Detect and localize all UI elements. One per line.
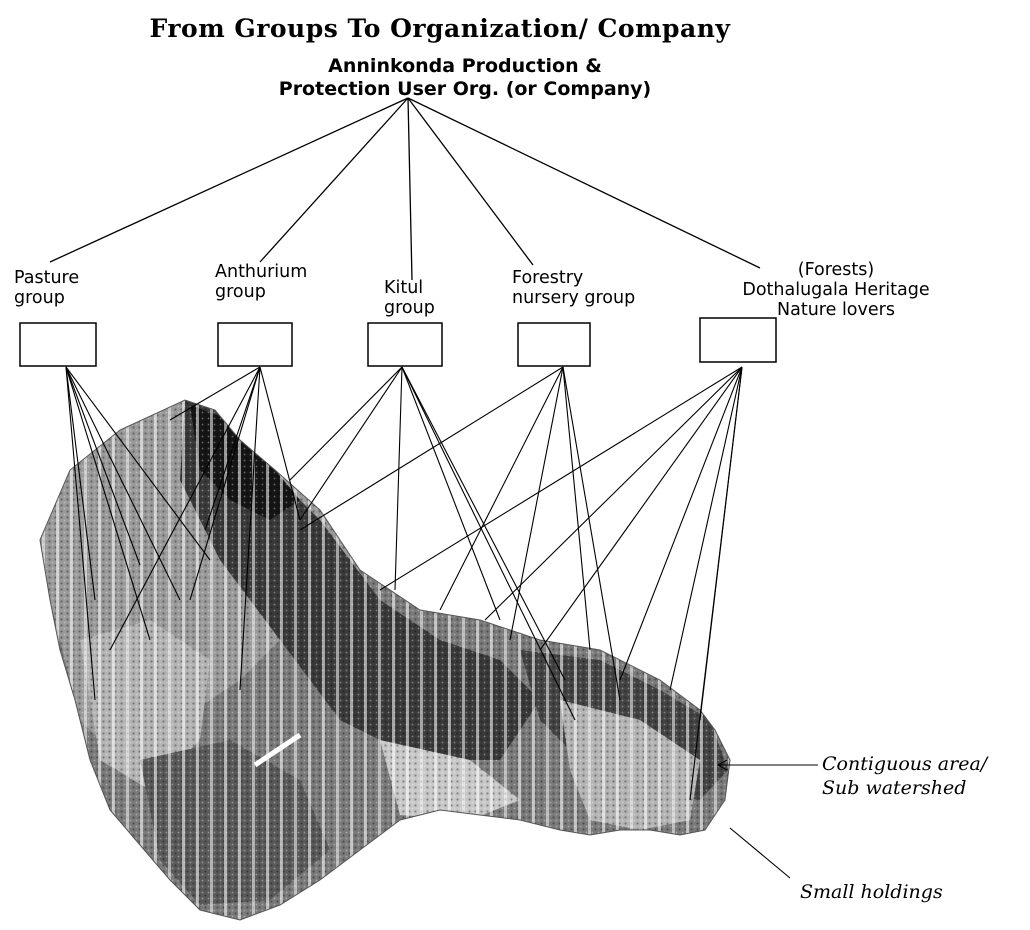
- hub-connector-line: [259, 97, 409, 263]
- terrain-outline: [39, 399, 731, 921]
- holding-connector-line: [299, 366, 564, 531]
- holding-connector-line: [65, 366, 96, 601]
- area-annotation: Contiguous area/ Sub watershed: [822, 752, 987, 800]
- holding-connector-line: [259, 366, 301, 521]
- pasture-group-label-line: group: [14, 288, 65, 308]
- holding-connector-line: [619, 366, 743, 681]
- hub-connector-line: [407, 97, 534, 266]
- heritage-group-label-line: Nature lovers: [777, 300, 895, 320]
- holding-connector-line: [562, 366, 591, 651]
- holding-connector-line: [109, 366, 261, 651]
- holding-connector-line: [189, 366, 261, 601]
- holding-connector-line: [65, 366, 96, 701]
- holdings-pointer-line: [729, 827, 791, 879]
- anthurium-group-label-line: group: [215, 282, 266, 302]
- holding-connector-line: [401, 366, 576, 721]
- holding-connector-line: [379, 366, 743, 591]
- hub-connector-line: [407, 97, 761, 269]
- holding-connector-line: [169, 366, 261, 421]
- anthurium-group-label: Anthurium group: [215, 262, 307, 302]
- kitul-group-label-line: group: [384, 298, 435, 318]
- holding-connector-line: [539, 366, 743, 651]
- holding-connector-line: [65, 366, 211, 561]
- kitul-group-label-line: Kitul: [384, 278, 424, 298]
- forestry-group-label: Forestry nursery group: [512, 268, 635, 308]
- pasture-group-label: Pasture group: [14, 268, 79, 308]
- kitul-group-box: [367, 322, 443, 367]
- heritage-group-box: [699, 317, 777, 363]
- holding-connector-line: [299, 366, 403, 521]
- anthurium-group-label-line: Anthurium: [215, 262, 308, 282]
- holding-connector-line: [689, 366, 743, 801]
- kitul-group-label: Kitul group: [384, 278, 435, 318]
- holding-connector-line: [394, 366, 403, 591]
- holding-connector-line: [509, 366, 564, 641]
- forestry-group-label-line: Forestry: [512, 268, 584, 288]
- holding-connector-line: [401, 366, 501, 621]
- hub-connectors: [49, 97, 761, 281]
- heritage-group-label-line: (Forests): [797, 260, 875, 280]
- holding-connector-line: [484, 366, 743, 621]
- area-pointer-arrowhead: [717, 759, 728, 771]
- area-annotation-line: Contiguous area/: [822, 753, 988, 775]
- pasture-group-label-line: Pasture: [14, 268, 80, 288]
- hub-connector-line: [407, 97, 413, 281]
- holding-connector-line: [204, 366, 261, 531]
- holding-connector-line: [239, 366, 261, 691]
- holding-connector-line: [669, 366, 743, 691]
- holding-connector-line: [289, 366, 403, 481]
- anthurium-group-box: [217, 322, 293, 367]
- organization-name-line2: Protection User Org. (or Company): [278, 78, 652, 100]
- holdings-annotation: Small holdings: [800, 881, 943, 903]
- diagram-title: From Groups To Organization/ Company: [149, 14, 731, 43]
- forestry-group-label-line: nursery group: [512, 288, 636, 308]
- holding-connector-line: [65, 366, 141, 566]
- forestry-group-box: [517, 322, 591, 367]
- holding-connector-line: [65, 366, 181, 601]
- organization-name-line1: Anninkonda Production &: [328, 55, 602, 77]
- pasture-group-box: [19, 322, 97, 367]
- area-annotation-line: Sub watershed: [822, 777, 967, 799]
- hub-connector-line: [49, 97, 409, 263]
- terrain-map: [40, 400, 730, 920]
- holding-connectors: [65, 366, 743, 801]
- heritage-group-label-line: Dothalugala Heritage: [742, 280, 930, 300]
- holding-connector-line: [562, 366, 621, 701]
- holding-connector-line: [439, 366, 564, 611]
- heritage-group-label: (Forests) Dothalugala Heritage Nature lo…: [726, 260, 946, 320]
- holding-connector-line: [65, 366, 151, 641]
